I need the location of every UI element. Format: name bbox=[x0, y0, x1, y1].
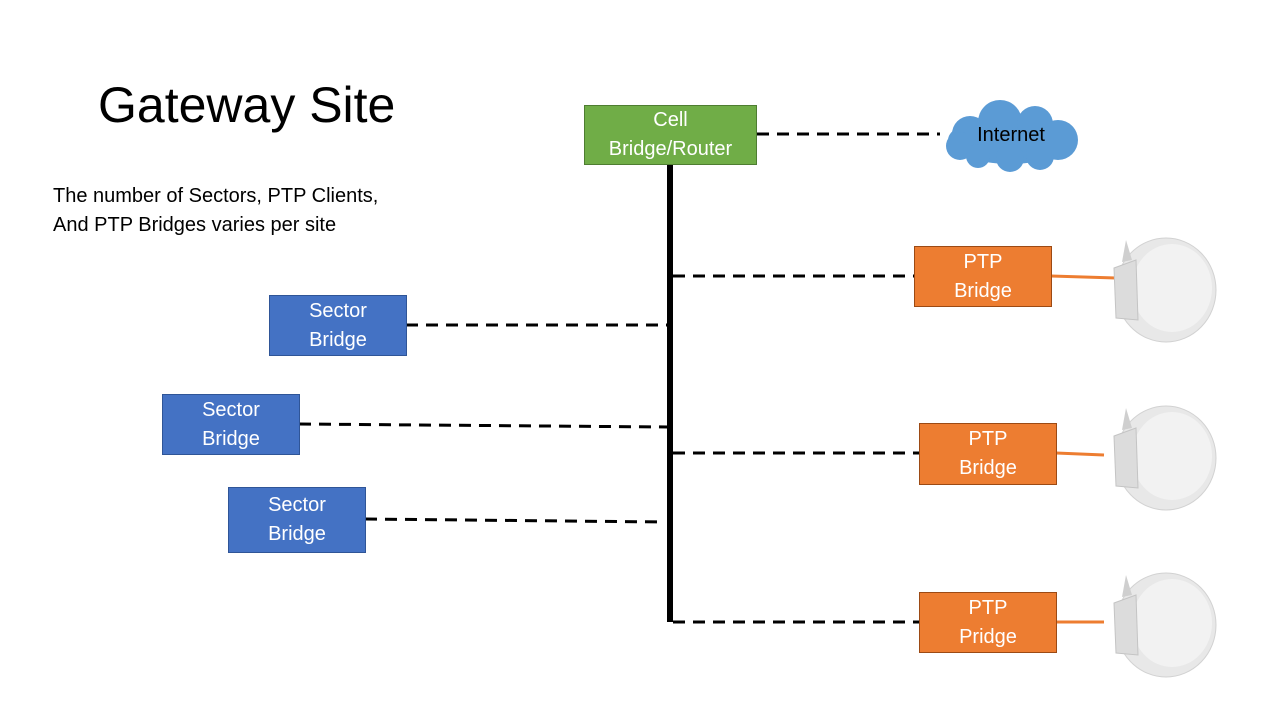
cell-router-label-1: Cell bbox=[653, 109, 688, 131]
ptp-bridge-box: PTP Bridge bbox=[914, 246, 1052, 307]
ptp-bridge-box: PTP Pridge bbox=[919, 592, 1057, 653]
antenna-icon bbox=[1113, 572, 1217, 678]
ptp-bridge-label-1: PTP bbox=[968, 428, 1008, 450]
internet-cloud-icon bbox=[946, 100, 1078, 172]
sector-bridge-label-2: Bridge bbox=[309, 328, 367, 351]
ptp-bridge-label-2: Bridge bbox=[954, 279, 1012, 302]
antenna-cable-1 bbox=[1050, 274, 1117, 280]
antenna-icon bbox=[1113, 237, 1217, 343]
site-note-line-2: And PTP Bridges varies per site bbox=[53, 214, 337, 236]
internet-label: Internet bbox=[977, 124, 1045, 146]
ptp-bridge-label-1: PTP bbox=[963, 250, 1003, 273]
sector-link-2 bbox=[298, 422, 669, 429]
sector-bridge-label-1: Sector bbox=[202, 398, 260, 421]
sector-bridge-label-1: Sector bbox=[268, 494, 326, 516]
antenna-cable-2 bbox=[1055, 451, 1105, 457]
page-title: Gateway Site bbox=[98, 77, 396, 133]
sector-bridge-box: Sector Bridge bbox=[269, 295, 407, 356]
sector-bridge-box: Sector Bridge bbox=[228, 487, 366, 553]
sector-bridge-label-1: Sector bbox=[309, 299, 367, 322]
sector-bridge-box: Sector Bridge bbox=[162, 394, 300, 455]
antenna-icon bbox=[1113, 405, 1217, 511]
ptp-bridge-label-2: Pridge bbox=[959, 625, 1017, 648]
ptp-bridge-label-1: PTP bbox=[968, 596, 1008, 619]
cell-router-box: Cell Bridge/Router bbox=[584, 105, 757, 165]
cell-router-label-2: Bridge/Router bbox=[608, 138, 733, 160]
sector-bridge-label-2: Bridge bbox=[268, 523, 326, 545]
ptp-bridge-box: PTP Bridge bbox=[919, 423, 1057, 485]
sector-link-3 bbox=[364, 517, 665, 524]
site-note-line-1: The number of Sectors, PTP Clients, bbox=[53, 185, 379, 207]
sector-bridge-label-2: Bridge bbox=[202, 427, 260, 450]
ptp-bridge-label-2: Bridge bbox=[959, 457, 1017, 479]
site-note: The number of Sectors, PTP Clients, And … bbox=[53, 182, 378, 240]
